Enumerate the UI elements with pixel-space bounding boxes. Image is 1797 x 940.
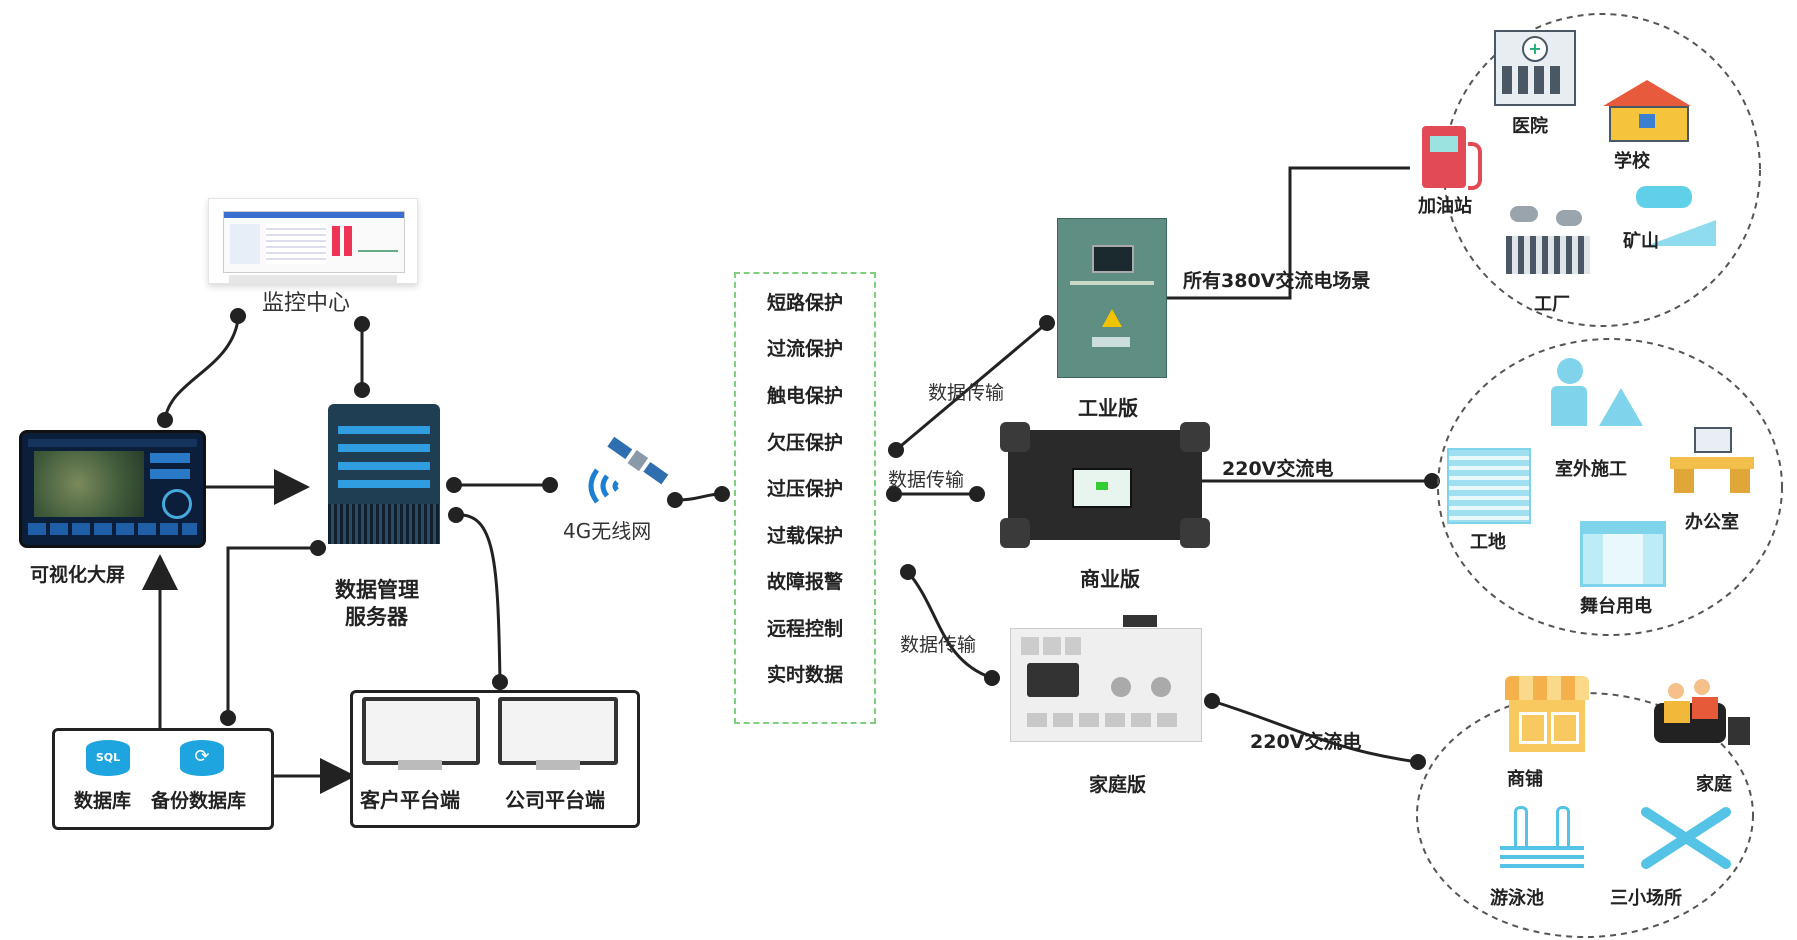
link-features-home — [906, 571, 993, 680]
office-icon — [1670, 427, 1754, 493]
scene-label: 室外施工 — [1555, 459, 1627, 480]
feature-item: 实时数据 — [766, 664, 843, 686]
scene-label: 三小场所 — [1610, 888, 1682, 909]
network-label: 4G无线网 — [563, 519, 652, 543]
database-label: 数据库 — [74, 790, 132, 812]
link-backup-server — [226, 546, 318, 718]
link-home-scenes — [1211, 699, 1419, 764]
commercial-link-label: 220V交流电 — [1222, 458, 1334, 480]
scene-label: 医院 — [1512, 116, 1548, 137]
backup-database-icon: ⟳ — [180, 740, 224, 776]
swimming-pool-icon — [1500, 806, 1584, 870]
monitor-center-label: 监控中心 — [262, 291, 351, 316]
company-platform-label: 公司平台端 — [505, 788, 605, 812]
scene-label: 家庭 — [1696, 774, 1732, 795]
scene-label: 工地 — [1470, 532, 1506, 553]
feature-item: 过流保护 — [766, 338, 843, 360]
data-transfer-label: 数据传输 — [888, 469, 965, 491]
data-transfer-label: 数据传输 — [900, 634, 977, 656]
feature-item: 欠压保护 — [766, 432, 843, 454]
database-group — [52, 728, 274, 830]
features-box: 短路保护 过流保护 触电保护 欠压保护 过压保护 过载保护 故障报警 远程控制 … — [734, 272, 876, 724]
feature-item: 过载保护 — [766, 525, 843, 547]
scene-label: 学校 — [1614, 151, 1650, 172]
stage-icon — [1580, 521, 1666, 587]
mine-icon — [1628, 182, 1716, 246]
scene-label: 舞台用电 — [1580, 596, 1652, 617]
factory-icon — [1506, 206, 1590, 274]
family-icon — [1654, 677, 1750, 749]
gas-station-icon — [1422, 126, 1486, 190]
venue-icon — [1640, 806, 1732, 870]
home-label: 家庭版 — [1089, 774, 1147, 796]
monitor-display — [208, 198, 418, 284]
backup-database-label: 备份数据库 — [151, 790, 247, 812]
link-industrial-scenes — [1145, 166, 1410, 300]
client-monitor — [362, 697, 480, 765]
company-monitor — [498, 697, 618, 765]
server-label-line2: 服务器 — [345, 605, 408, 629]
construction-site-icon — [1447, 448, 1531, 524]
scene-label: 矿山 — [1623, 231, 1659, 252]
industrial-label: 工业版 — [1078, 396, 1138, 420]
feature-item: 短路保护 — [766, 292, 843, 314]
commercial-label: 商业版 — [1080, 567, 1140, 591]
scene-label: 游泳池 — [1490, 888, 1544, 909]
feature-item: 远程控制 — [766, 618, 843, 640]
industrial-scene-circle — [1443, 13, 1761, 327]
hospital-icon: + — [1494, 30, 1576, 106]
client-platform-label: 客户平台端 — [360, 788, 460, 812]
server-device — [328, 404, 440, 544]
scene-label: 加油站 — [1418, 196, 1472, 217]
scene-label: 办公室 — [1685, 512, 1739, 533]
commercial-device — [1000, 422, 1210, 548]
outdoor-construction-icon — [1547, 358, 1643, 426]
feature-item: 过压保护 — [766, 478, 843, 500]
feature-item: 故障报警 — [766, 571, 843, 593]
industrial-cabinet — [1057, 218, 1167, 378]
industrial-link-label: 所有380V交流电场景 — [1183, 270, 1371, 292]
server-label-line1: 数据管理 — [335, 578, 419, 602]
commercial-scene-circle — [1437, 338, 1783, 636]
satellite-icon — [575, 432, 685, 512]
link-screen-monitor — [163, 319, 240, 421]
home-link-label: 220V交流电 — [1250, 731, 1362, 753]
feature-item: 触电保护 — [766, 385, 843, 407]
link-features-industrial — [895, 321, 1048, 452]
visual-screen-device — [19, 430, 206, 548]
shop-icon — [1505, 676, 1589, 752]
link-server-platform — [455, 513, 502, 683]
school-icon — [1603, 80, 1691, 142]
database-icon: SQL — [86, 740, 130, 776]
home-device — [1010, 615, 1202, 742]
scene-label: 商铺 — [1507, 769, 1543, 790]
data-transfer-label: 数据传输 — [928, 382, 1005, 404]
visual-screen-label: 可视化大屏 — [30, 564, 126, 586]
scene-label: 工厂 — [1534, 294, 1570, 315]
